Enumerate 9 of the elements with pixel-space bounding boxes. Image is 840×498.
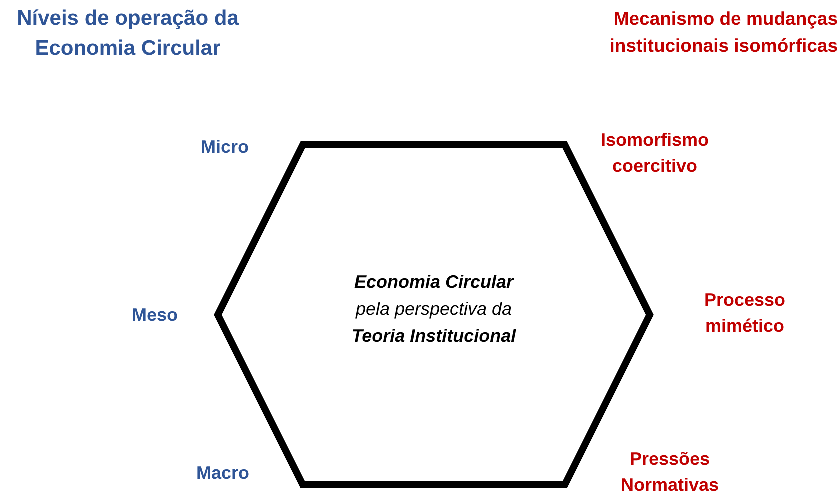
level-label: Micro: [200, 136, 250, 159]
level-label: Macro: [195, 462, 250, 485]
mechanism-label: Processo mimético: [703, 289, 787, 338]
mechanism-label: Isomorfismo coercitivo: [600, 129, 710, 178]
center-text: Economia Circular pela perspectiva da Teoria Institucional: [350, 271, 518, 348]
level-label: Meso: [130, 304, 179, 327]
left-heading: Níveis de operação da Economia Circular: [16, 6, 240, 62]
mechanism-label: Pressões Normativas: [620, 448, 720, 498]
right-heading: Mecanismo de mudanças institucionais isomórficas: [608, 7, 838, 58]
